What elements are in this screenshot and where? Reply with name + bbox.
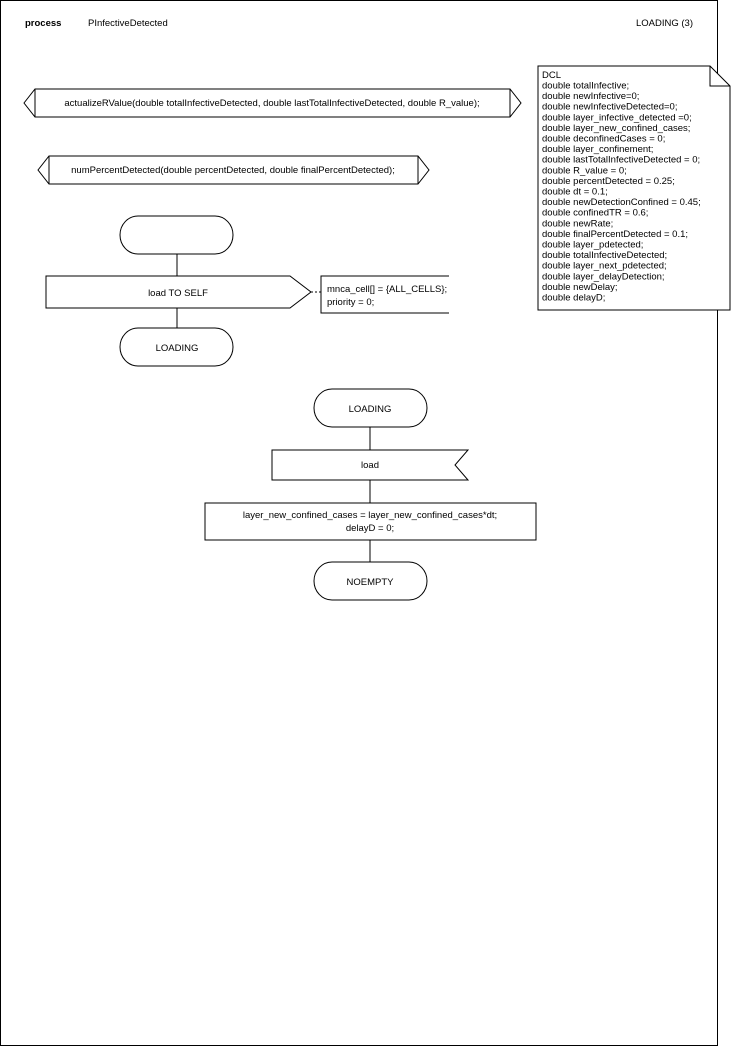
dcl-line: double newInfectiveDetected=0; xyxy=(542,102,677,113)
loading-state-flow: LOADING load layer_new_confined_cases = … xyxy=(204,388,537,601)
dcl-line: double totalInfective; xyxy=(542,81,629,92)
dcl-line: double layer_pdetected; xyxy=(542,240,643,251)
procedure-num-percent-detected[interactable]: numPercentDetected(double percentDetecte… xyxy=(37,155,430,185)
dcl-line: double newDelay; xyxy=(542,282,618,293)
dcl-line: double newInfective=0; xyxy=(542,91,639,102)
next-state-label: LOADING xyxy=(156,343,199,354)
state-label: LOADING xyxy=(349,404,392,415)
dcl-line: double newDetectionConfined = 0.45; xyxy=(542,197,701,208)
dcl-line: double percentDetected = 0.25; xyxy=(542,176,675,187)
procedure-label: numPercentDetected(double percentDetecte… xyxy=(71,165,395,176)
output-signal-symbol[interactable] xyxy=(45,275,312,309)
start-symbol[interactable] xyxy=(119,215,234,255)
start-flow: load TO SELF mnca_cell[] = {ALL_CELLS}; … xyxy=(45,215,449,367)
input-signal-symbol[interactable] xyxy=(271,449,470,481)
dcl-declarations: double totalInfective;double newInfectiv… xyxy=(542,81,701,304)
task-line-2: delayD = 0; xyxy=(346,523,394,534)
comment-bracket[interactable] xyxy=(320,275,449,314)
dcl-line: double newRate; xyxy=(542,218,613,229)
dcl-line: double layer_new_confined_cases; xyxy=(542,123,690,134)
input-signal-label: load xyxy=(361,460,379,471)
dcl-line: double layer_infective_detected =0; xyxy=(542,112,692,123)
dcl-line: double deconfinedCases = 0; xyxy=(542,134,665,145)
state-loading[interactable] xyxy=(313,388,428,428)
dcl-title: DCL xyxy=(542,70,561,81)
comment-line-2: priority = 0; xyxy=(327,297,374,308)
dcl-line: double layer_delayDetection; xyxy=(542,271,665,282)
dcl-line: double delayD; xyxy=(542,293,605,304)
dcl-box xyxy=(537,65,731,311)
comment-line-1: mnca_cell[] = {ALL_CELLS}; xyxy=(327,284,447,295)
dcl-folded-corner xyxy=(709,66,730,87)
output-signal-label: load TO SELF xyxy=(148,288,208,299)
process-keyword: process xyxy=(25,18,61,29)
dcl-line: double totalInfectiveDetected; xyxy=(542,250,667,261)
dcl-text-symbol[interactable]: DCL double totalInfective;double newInfe… xyxy=(537,65,731,311)
procedure-actualize-r-value[interactable]: actualizeRValue(double totalInfectiveDet… xyxy=(23,88,522,118)
page-label: LOADING (3) xyxy=(636,18,693,29)
dcl-line: double finalPercentDetected = 0.1; xyxy=(542,229,688,240)
dcl-line: double layer_next_pdetected; xyxy=(542,261,667,272)
dcl-line: double dt = 0.1; xyxy=(542,187,608,198)
next-state-label: NOEMPTY xyxy=(347,577,395,588)
dcl-line: double R_value = 0; xyxy=(542,165,627,176)
process-name: PInfectiveDetected xyxy=(88,18,168,29)
task-symbol[interactable] xyxy=(204,502,537,541)
task-line-1: layer_new_confined_cases = layer_new_con… xyxy=(243,510,497,521)
dcl-line: double layer_confinement; xyxy=(542,144,653,155)
next-state-loading[interactable] xyxy=(119,327,234,367)
procedure-label: actualizeRValue(double totalInfectiveDet… xyxy=(64,98,479,109)
next-state-noempty[interactable] xyxy=(313,561,428,601)
dcl-line: double lastTotalInfectiveDetected = 0; xyxy=(542,155,700,166)
dcl-line: double confinedTR = 0.6; xyxy=(542,208,648,219)
